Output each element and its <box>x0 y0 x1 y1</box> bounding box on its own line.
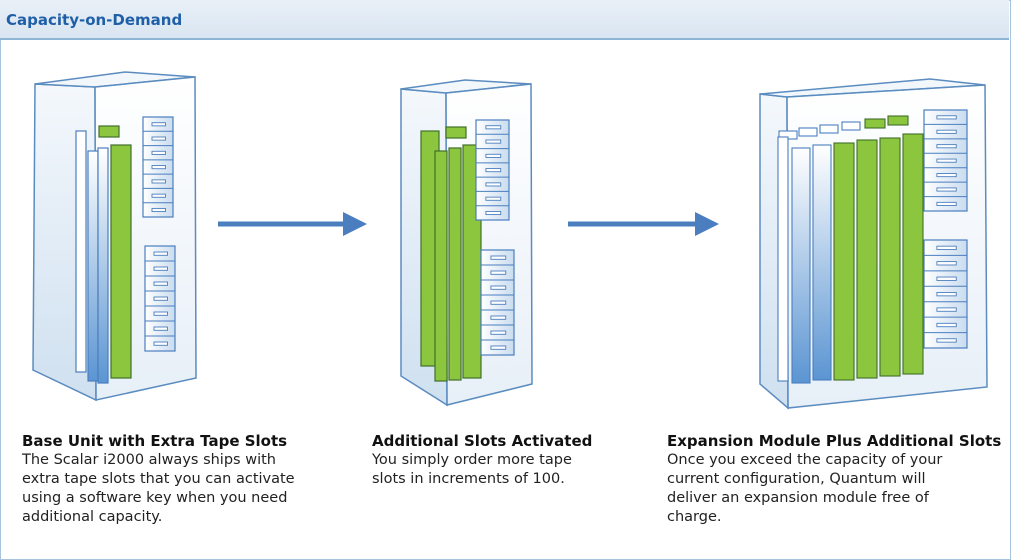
drive-bay-handle <box>485 210 502 216</box>
tape-slot-active <box>445 126 467 139</box>
tape-slot-active <box>864 118 886 129</box>
drive-bay-handle <box>936 144 957 149</box>
drive-bay-handle <box>936 173 957 178</box>
drive-bay-handle <box>153 326 168 331</box>
tape-slot-inactive <box>791 147 811 384</box>
header-bar: Capacity-on-Demand <box>0 0 1009 40</box>
step-caption: Additional Slots Activated You simply or… <box>372 432 672 489</box>
step-description-line: additional capacity. <box>22 509 163 525</box>
drive-bay-handle <box>485 182 502 187</box>
drive-bay-handle <box>153 281 168 286</box>
step-description-line: slots in increments of 100. <box>372 471 565 487</box>
tape-slot-active <box>98 125 120 138</box>
drive-bay-handle <box>936 307 957 312</box>
step-caption: Expansion Module Plus Additional Slots O… <box>667 432 1007 527</box>
drive-bay-handle <box>490 315 507 320</box>
drive-bay-handle <box>936 261 957 266</box>
tape-slot-active <box>434 150 448 382</box>
drive-bay-handle <box>153 341 168 346</box>
drive-bay-handle <box>485 125 502 130</box>
drive-bay-handle <box>151 136 166 141</box>
drive-bay-handle <box>151 122 166 127</box>
step-title: Additional Slots Activated <box>372 432 593 450</box>
drive-bay-handle <box>936 292 957 297</box>
tape-slot-active <box>110 144 132 379</box>
step-description-line: The Scalar i2000 always ships with <box>22 452 276 468</box>
tape-slot-active <box>856 139 878 379</box>
expansion-unit-illustration <box>759 78 988 410</box>
drive-bay-handle <box>151 165 166 170</box>
step-description-line: current configuration, Quantum will <box>667 471 926 487</box>
drive-bay-handle <box>151 179 166 184</box>
step-description-line: extra tape slots that you can activate <box>22 471 295 487</box>
drive-bay-handle <box>490 270 507 275</box>
tape-slot-active <box>887 115 909 126</box>
tape-slot-inactive <box>75 130 87 373</box>
base-unit-illustration <box>32 71 197 402</box>
step-description-line: deliver an expansion module free of <box>667 490 929 506</box>
drive-bay-handle <box>485 153 502 158</box>
tape-slot-inactive <box>777 136 789 382</box>
drive-bay-handle <box>490 300 507 305</box>
arrow-right-icon <box>218 212 367 236</box>
drive-bay-handle <box>151 193 166 198</box>
drive-bay-handle <box>936 115 957 120</box>
step-title: Base Unit with Extra Tape Slots <box>22 432 288 450</box>
tape-slot-active <box>833 142 855 381</box>
tape-slot-inactive <box>798 127 818 137</box>
drive-bay-handle <box>153 296 168 301</box>
drive-bay-handle <box>151 150 166 155</box>
drive-bay-handle <box>936 245 957 251</box>
step-description-line: Once you exceed the capacity of your <box>667 452 943 468</box>
drive-bay-handle <box>490 255 507 260</box>
drive-bay-handle <box>153 311 168 316</box>
tape-slot-inactive <box>97 147 109 384</box>
tape-slot-inactive <box>812 144 832 381</box>
page-title: Capacity-on-Demand <box>6 11 183 29</box>
step-description-line: You simply order more tape <box>372 452 572 468</box>
drive-bays <box>143 115 967 350</box>
step-caption: Base Unit with Extra Tape Slots The Scal… <box>22 432 322 527</box>
step-title: Expansion Module Plus Additional Slots <box>667 432 1002 450</box>
activated-unit-illustration <box>400 79 533 407</box>
drive-bay-handle <box>936 276 957 281</box>
drive-bay-handle <box>151 207 166 213</box>
tape-slot-active <box>879 137 901 377</box>
drive-bay-handle <box>936 322 957 328</box>
tape-slot-inactive <box>87 150 99 382</box>
drive-bay-handle <box>490 345 507 350</box>
drive-bay-handle <box>936 338 957 343</box>
drive-bay-handle <box>485 139 502 144</box>
step-description-line: charge. <box>667 509 722 525</box>
arrow-right-icon <box>568 212 719 236</box>
drive-bay-handle <box>490 285 507 290</box>
drive-bay-handle <box>153 251 168 256</box>
drive-bay-handle <box>936 158 957 163</box>
drive-bay-handle <box>936 187 957 192</box>
drive-bay-handle <box>153 266 168 271</box>
drive-bay-handle <box>936 201 957 206</box>
step-description-line: using a software key when you need <box>22 490 288 506</box>
tape-slot-active <box>902 133 924 375</box>
tape-slot-inactive <box>841 121 861 131</box>
tape-slot-active <box>448 147 462 381</box>
drive-bay-handle <box>490 330 507 335</box>
drive-bay-handle <box>936 129 957 134</box>
drive-bay-handle <box>485 168 502 173</box>
drive-bay-handle <box>485 196 502 201</box>
tape-slot-inactive <box>819 124 839 134</box>
